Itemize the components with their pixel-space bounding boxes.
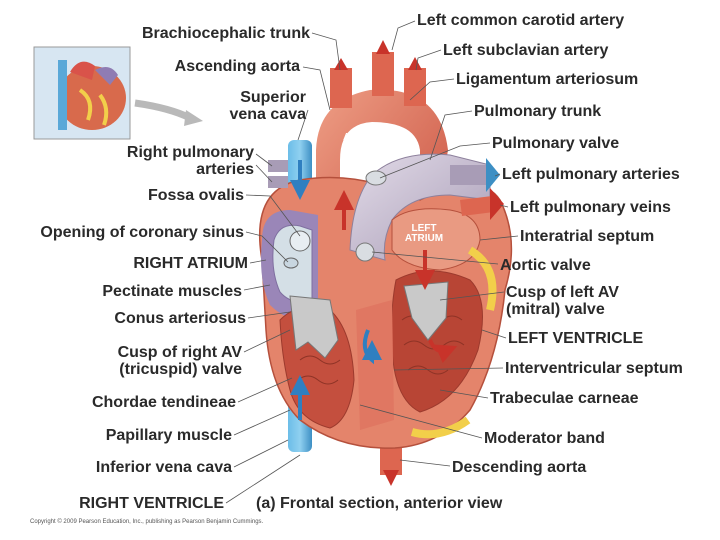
label-right-ventricle: RIGHT VENTRICLE	[79, 495, 224, 512]
label-left-atrium: LEFT ATRIUM	[404, 223, 444, 244]
label-descending-aorta: Descending aorta	[452, 459, 587, 476]
copyright-notice: Copyright © 2009 Pearson Education, Inc.…	[30, 519, 264, 525]
label-aortic-valve: Aortic valve	[500, 257, 591, 274]
label-right-atrium: RIGHT ATRIUM	[133, 255, 248, 272]
label-aortic-arch: Aortic arch	[343, 132, 369, 153]
mitral-valve	[403, 281, 449, 341]
label-pectinate-muscles: Pectinate muscles	[102, 283, 242, 300]
label-moderator-band: Moderator band	[484, 430, 605, 447]
label-chordae-tendineae: Chordae tendineae	[91, 394, 236, 411]
left-atrium	[391, 208, 481, 271]
label-interventricular-septum: Interventricular septum	[505, 360, 683, 377]
tricuspid-valve	[289, 295, 339, 359]
aorta	[316, 40, 448, 261]
right-pulmonary-arteries-vessel	[268, 160, 288, 188]
figure-caption: (a) Frontal section, anterior view	[256, 495, 503, 512]
label-opening-coronary-sinus: Opening of coronary sinus	[40, 224, 244, 241]
label-left-ventricle: LEFT VENTRICLE	[508, 330, 644, 347]
label-fossa-ovalis: Fossa ovalis	[147, 187, 244, 204]
label-ligamentum-arteriosum: Ligamentum arteriosum	[456, 71, 639, 88]
label-interatrial-septum: Interatrial septum	[520, 228, 655, 245]
label-pulmonary-trunk: Pulmonary trunk	[474, 103, 602, 120]
flow-arrows	[290, 160, 458, 420]
label-right-pulmonary-arteries: Right pulmonary arteries	[126, 144, 254, 178]
left-pulmonary-veins-vessel	[460, 196, 494, 216]
label-left-subclavian-artery: Left subclavian artery	[443, 42, 609, 59]
label-ascending-aorta: Ascending aorta	[174, 58, 300, 75]
label-left-pulmonary-veins: Left pulmonary veins	[510, 199, 671, 216]
label-superior-vena-cava: Superior vena cava	[229, 89, 306, 123]
label-left-pulmonary-arteries: Left pulmonary arteries	[502, 166, 680, 183]
leader-lines	[225, 32, 341, 504]
label-left-common-carotid-artery: Left common carotid artery	[417, 12, 625, 29]
thumbnail-heart-inset	[33, 46, 131, 140]
label-conus-arteriosus: Conus arteriosus	[114, 310, 246, 327]
label-cusp-left-av-valve: Cusp of left AV (mitral) valve	[506, 284, 619, 318]
label-pulmonary-valve: Pulmonary valve	[492, 135, 620, 152]
left-pulmonary-arteries-vessel	[450, 165, 488, 185]
label-brachiocephalic-trunk: Brachiocephalic trunk	[141, 25, 310, 42]
label-cusp-right-av-valve: Cusp of right AV (tricuspid) valve	[117, 344, 242, 378]
interventricular-septum-wall	[356, 300, 394, 430]
label-papillary-muscle: Papillary muscle	[105, 427, 232, 444]
label-inferior-vena-cava: Inferior vena cava	[95, 459, 232, 476]
label-trabeculae-carneae: Trabeculae carneae	[490, 390, 639, 407]
epicardial-fat	[467, 246, 497, 311]
